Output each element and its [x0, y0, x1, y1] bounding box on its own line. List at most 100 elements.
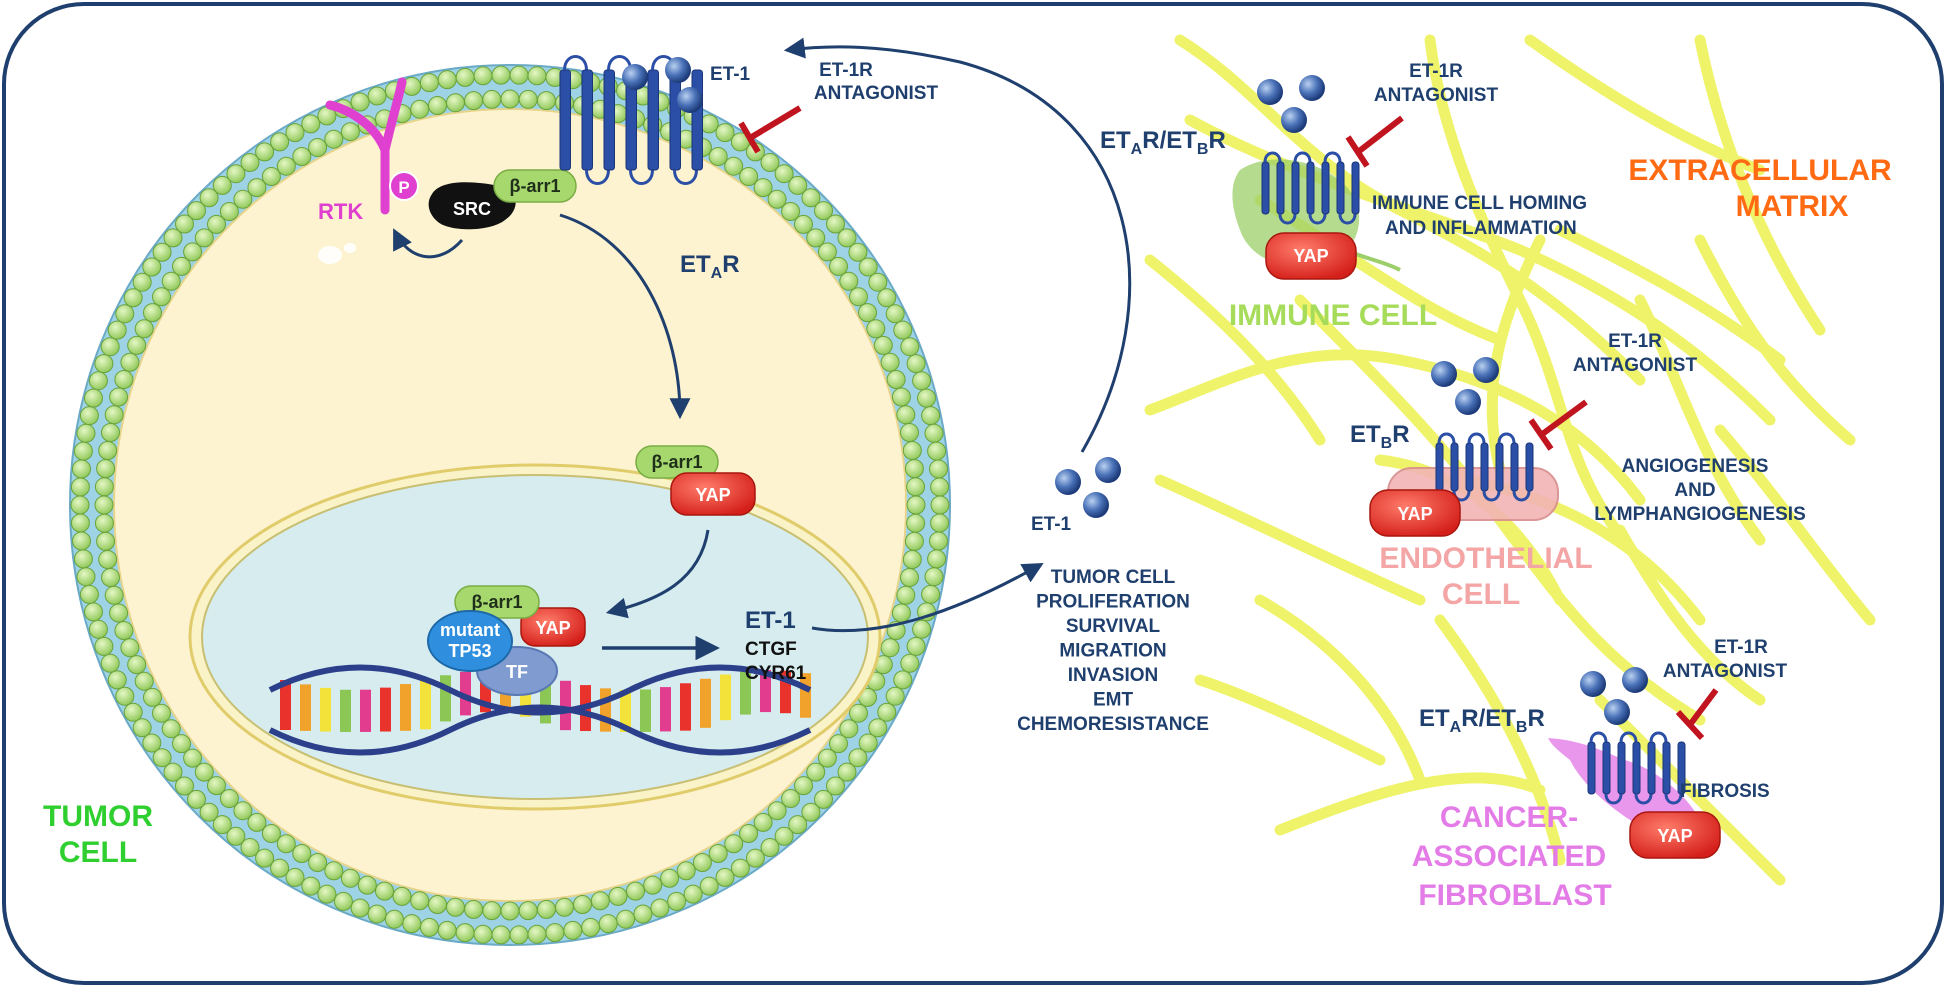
nucleus-barr1: β-arr1	[454, 585, 540, 619]
immune-receptor	[1261, 151, 1360, 225]
lipid-head	[806, 762, 826, 782]
transmembrane-helix	[1495, 442, 1504, 492]
lipid-head	[84, 602, 103, 622]
immune-cell: YAP ETAR/ETBR ET-1R ANTAGONIST IMMUNE CE…	[1100, 61, 1587, 332]
lipid-head	[247, 812, 267, 832]
lipid-head	[930, 477, 950, 497]
lipid-head	[172, 256, 191, 276]
lipid-head	[464, 899, 484, 919]
lipid-head	[902, 441, 922, 460]
lipid-head	[152, 242, 172, 262]
src-protein: SRC	[428, 182, 516, 230]
ecm-title-line2: MATRIX	[1736, 190, 1849, 223]
lipid-head	[104, 585, 124, 605]
dna-base-pair	[320, 687, 331, 732]
receptor-loop	[585, 169, 610, 185]
inhibitor-bar	[1345, 115, 1404, 168]
inhibitor-bar	[1675, 688, 1719, 741]
eta-sub: A	[711, 265, 723, 282]
lipid-head	[199, 802, 219, 822]
lipid-head	[891, 387, 911, 407]
lipid-head	[826, 776, 845, 796]
dna-base-pair	[680, 683, 691, 731]
lipid-head	[848, 748, 868, 768]
transmembrane-helix	[603, 69, 615, 171]
lipid-head	[753, 812, 773, 832]
lipid-head	[848, 242, 868, 262]
lipid-head	[402, 914, 422, 934]
lipid-head	[509, 65, 529, 85]
cytoplasm-barr1: β-arr1	[635, 445, 719, 479]
lipid-head	[120, 352, 140, 372]
et1-top-label: ET-1	[710, 64, 751, 85]
cytoplasm-highlight	[344, 243, 356, 253]
lipid-head	[930, 513, 950, 533]
lipid-head	[308, 853, 328, 872]
lipid-head	[739, 167, 759, 186]
receptor-loop	[1452, 490, 1471, 502]
tumor-effect-item: MIGRATION	[1059, 641, 1166, 662]
lipid-bilayer	[70, 65, 950, 945]
transmembrane-helix	[1617, 741, 1626, 795]
lipid-head	[921, 584, 941, 604]
lipid-head	[324, 861, 344, 881]
lipid-head	[107, 670, 127, 690]
lipid-head	[699, 876, 719, 896]
endothelial-cell: YAP ETBR ET-1R ANTAGONIST ANGIOGENESIS A…	[1350, 331, 1806, 611]
lipid-head	[123, 288, 143, 308]
lipid-head	[877, 702, 897, 722]
dna-base-pair	[640, 689, 651, 732]
dna-base-pair	[780, 670, 791, 714]
lipid-head	[650, 898, 670, 918]
transmembrane-helix	[559, 69, 571, 171]
lipid-head	[491, 925, 511, 945]
barr1-to-cytoplasm-arrow	[559, 213, 691, 420]
lipid-head	[410, 99, 430, 119]
lipid-head	[73, 441, 93, 461]
transmembrane-helix	[1276, 161, 1285, 215]
lipid-head	[753, 178, 773, 198]
lipid-head	[428, 895, 447, 914]
lipid-head	[446, 93, 465, 113]
lipid-head	[142, 733, 162, 753]
receptor-loop	[629, 169, 654, 185]
lipid-head	[885, 686, 905, 706]
receptor-loop	[1497, 432, 1516, 444]
lipid-head	[104, 405, 124, 425]
et1-ligand	[1580, 671, 1606, 697]
lipid-head	[367, 86, 387, 106]
lipid-head	[392, 886, 412, 906]
lipid-head	[880, 638, 900, 658]
lipid-head	[143, 303, 162, 323]
transmembrane-helix	[647, 69, 659, 171]
receptor-loop	[1634, 793, 1653, 805]
receptor-loop	[1482, 490, 1501, 502]
lipid-head	[255, 848, 275, 868]
receptor-loop	[1437, 432, 1456, 444]
lipid-head	[917, 388, 936, 408]
receptor-loop	[1467, 432, 1486, 444]
lipid-head	[98, 441, 118, 460]
lipid-head	[806, 228, 826, 248]
lipid-head	[482, 901, 502, 921]
lipid-head	[896, 405, 916, 425]
et1-ligand	[1281, 107, 1307, 133]
et1-ligand	[1299, 75, 1325, 101]
lipid-head	[527, 924, 547, 944]
dna-base-pair	[300, 684, 311, 731]
lipid-head	[134, 319, 154, 339]
lipid-head	[226, 164, 246, 184]
lipid-head	[598, 914, 618, 934]
cytoplasm-barr1-label: β-arr1	[651, 452, 702, 472]
lipid-head	[419, 73, 439, 93]
transmembrane-helix	[691, 69, 703, 171]
transmembrane-helix	[1351, 161, 1360, 215]
immune-effect-line1: IMMUNE CELL HOMING	[1372, 193, 1587, 214]
lipid-head	[906, 636, 926, 656]
lipid-head	[849, 287, 868, 307]
caf-title-line2: ASSOCIATED	[1412, 840, 1606, 873]
lipid-head	[226, 826, 246, 846]
et1-ligand	[665, 57, 691, 83]
endothelial-yap-label: YAP	[1397, 504, 1432, 524]
transmembrane-helix	[1602, 741, 1611, 795]
